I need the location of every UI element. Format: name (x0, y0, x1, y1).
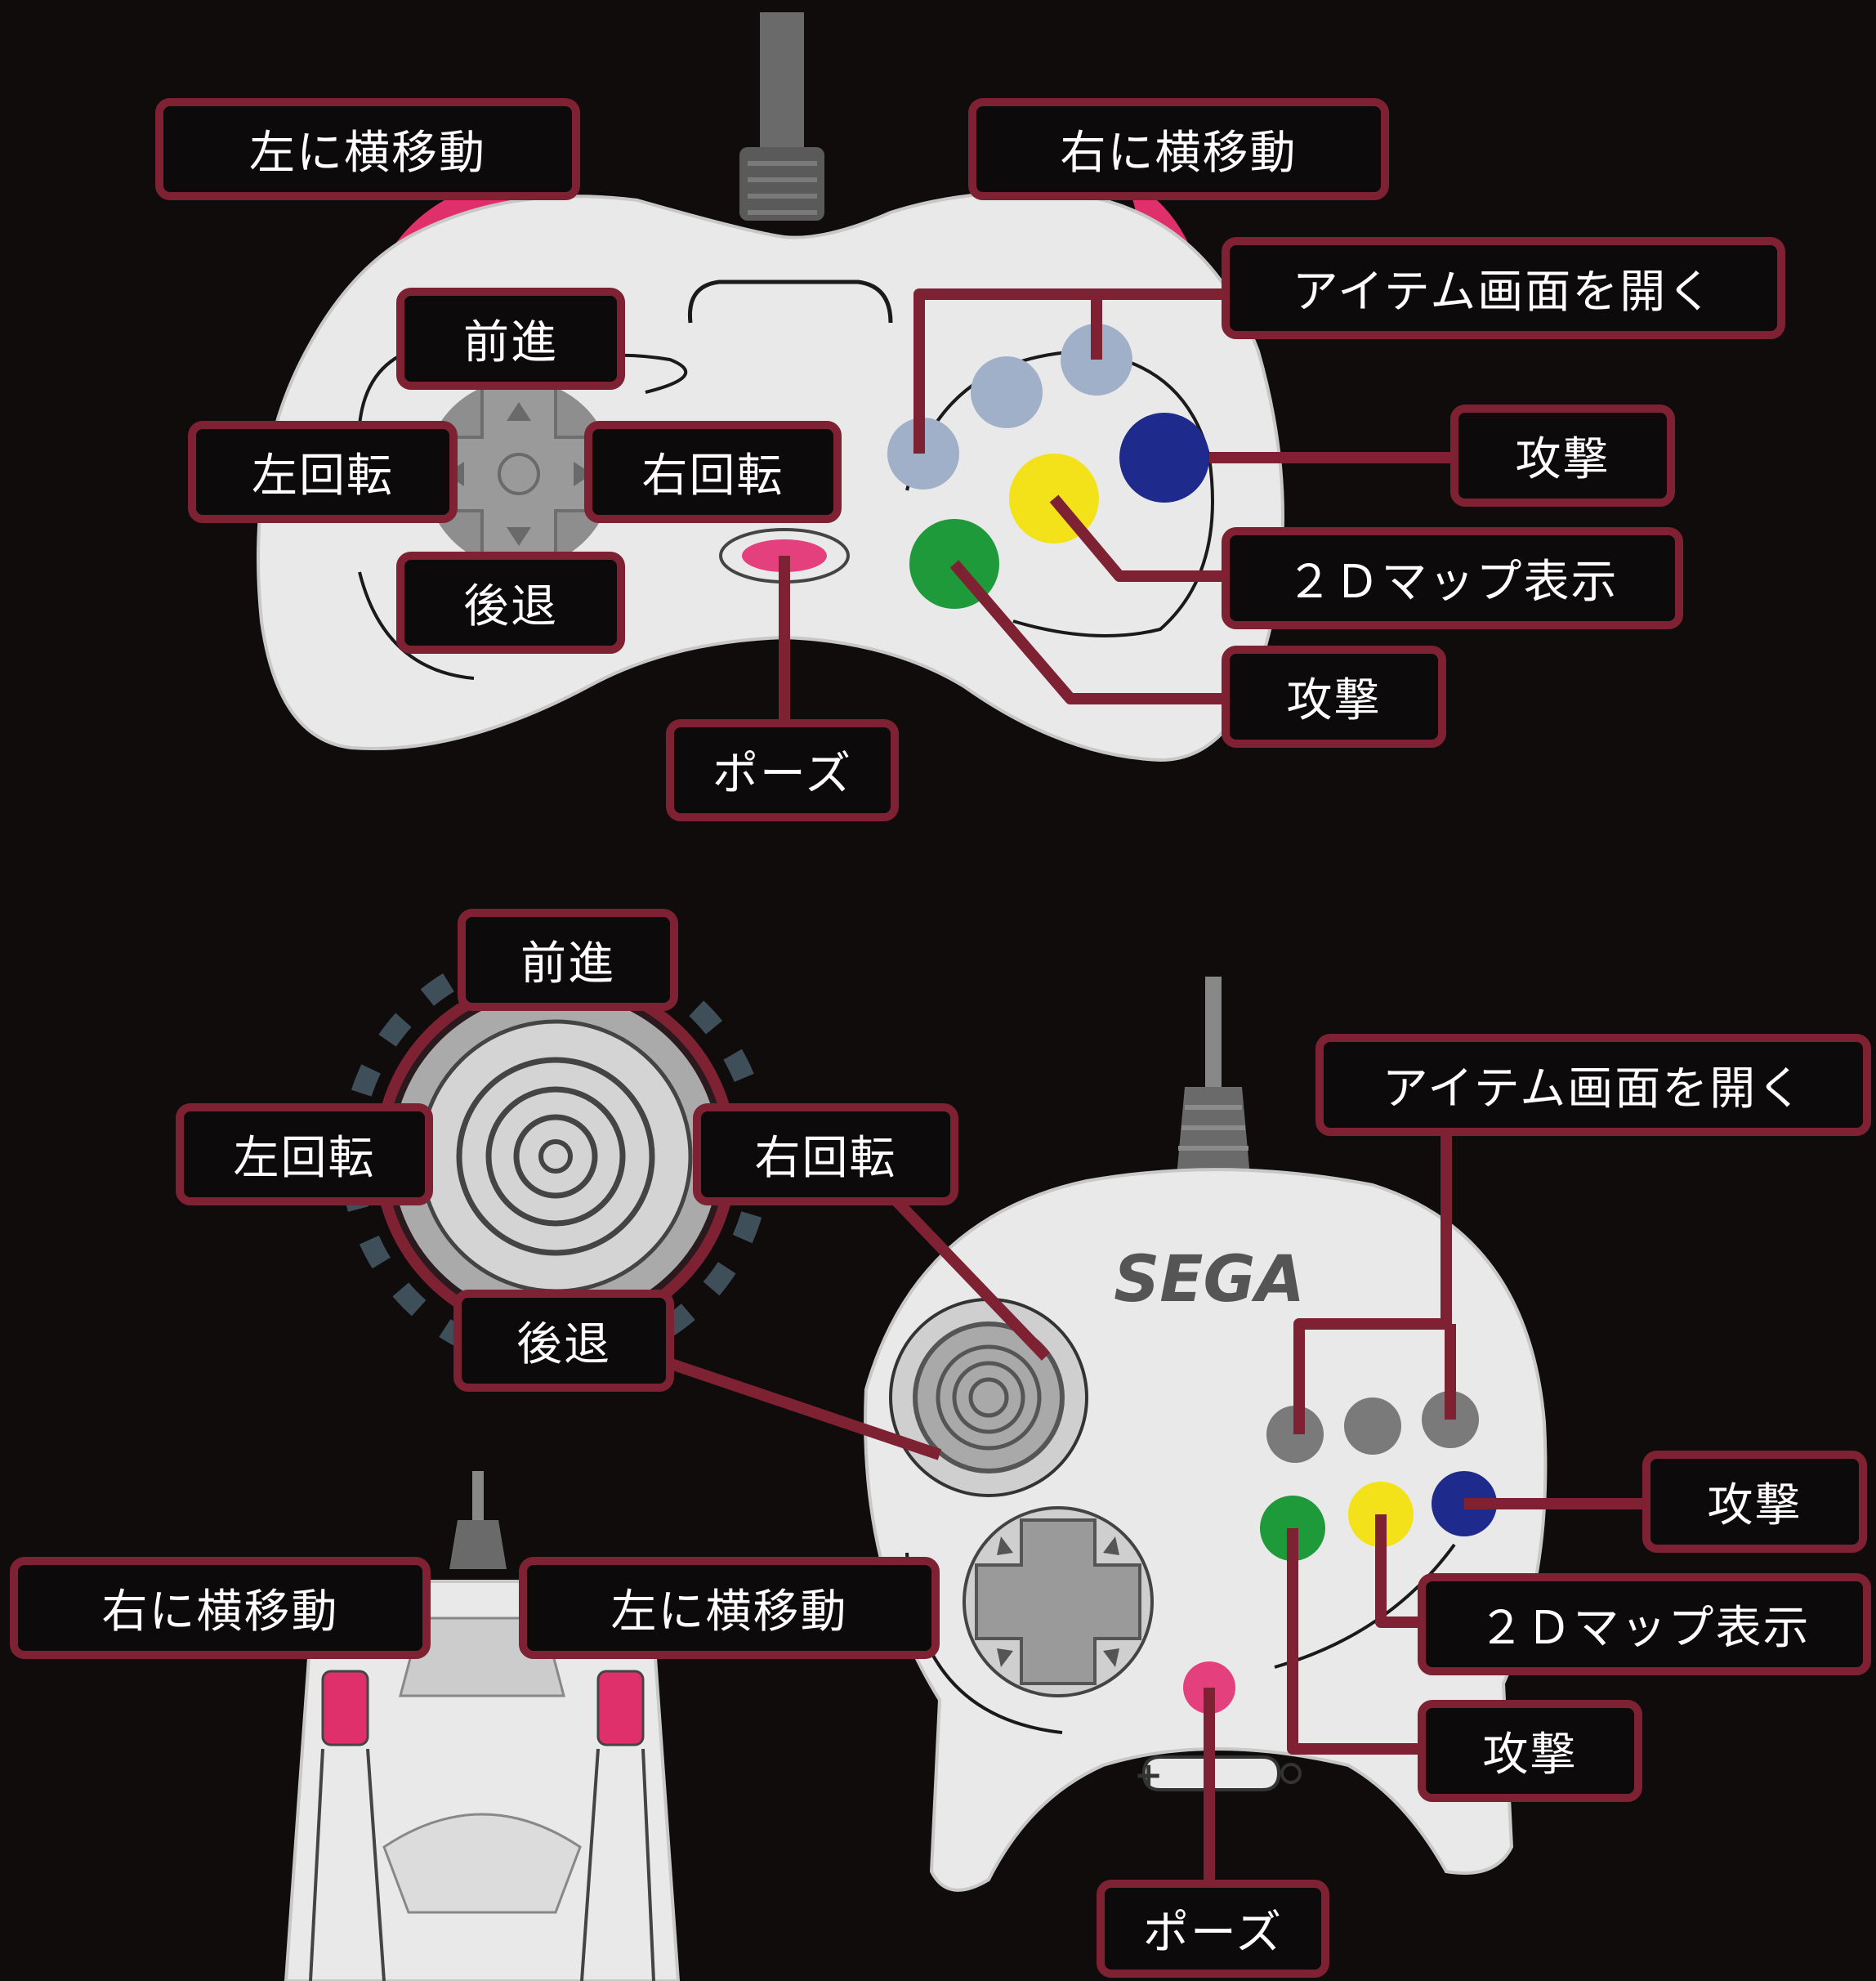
dpad-right-arrow-icon (574, 462, 592, 486)
analog-pad-cable (1205, 977, 1222, 1116)
label-analog-shoulder-left: 左に横移動 (519, 1557, 940, 1659)
button-c[interactable] (1119, 413, 1209, 503)
label-std-back: 後退 (396, 552, 625, 654)
standard-leader-lines (779, 288, 1454, 727)
analog-leader-lines (635, 1128, 1659, 1912)
sega-logo: SEGA (1114, 1243, 1305, 1317)
label-analog-turn-left: 左回転 (176, 1103, 433, 1205)
label-analog-item-screen: アイテム画面を開く (1315, 1034, 1871, 1136)
label-std-attack-bottom: 攻撃 (1222, 646, 1446, 748)
label-std-attack-top: 攻撃 (1450, 405, 1675, 507)
side-shoulder-left[interactable] (321, 1670, 369, 1746)
label-std-pause: ポーズ (666, 719, 899, 821)
label-analog-attack-bottom: 攻撃 (1418, 1700, 1642, 1802)
label-analog-pause: ポーズ (1097, 1880, 1329, 1978)
dpad-up-arrow-icon (507, 402, 531, 421)
label-analog-shoulder-right: 右に横移動 (10, 1557, 431, 1659)
label-std-turn-right: 右回転 (584, 421, 842, 523)
dpad-down-arrow-icon (507, 527, 531, 546)
label-std-shoulder-right: 右に横移動 (968, 98, 1389, 200)
label-analog-turn-right: 右回転 (693, 1103, 958, 1205)
label-std-turn-left: 左回転 (188, 421, 458, 523)
label-std-shoulder-left: 左に横移動 (155, 98, 580, 200)
label-std-item-screen: アイテム画面を開く (1222, 237, 1785, 339)
analog-mode-circle-icon (1280, 1763, 1302, 1784)
side-view-pad (284, 1471, 681, 1981)
label-std-map-2d: ２Ｄマップ表示 (1222, 527, 1683, 629)
analog-pad-dpad[interactable] (975, 1518, 1141, 1685)
side-shoulder-right[interactable] (596, 1670, 645, 1746)
label-analog-map-2d: ２Ｄマップ表示 (1418, 1573, 1871, 1675)
analog-mode-plus-icon: + (1134, 1755, 1163, 1795)
analog-button-y[interactable] (1344, 1397, 1401, 1455)
label-analog-forward: 前進 (458, 909, 678, 1011)
pad-cable-strain-relief (739, 147, 824, 221)
button-y[interactable] (971, 356, 1043, 428)
label-analog-attack-top: 攻撃 (1642, 1451, 1867, 1553)
label-std-forward: 前進 (396, 288, 625, 390)
label-analog-back: 後退 (453, 1290, 674, 1392)
